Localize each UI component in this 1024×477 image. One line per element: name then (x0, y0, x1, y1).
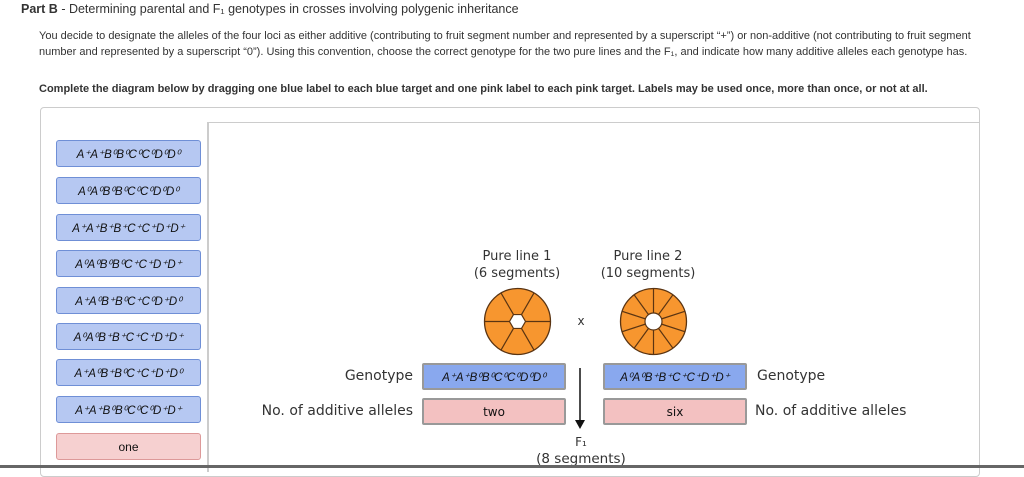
fruit-center (508, 313, 527, 330)
f1-segments: (8 segments) (536, 451, 626, 467)
genotype-label-right: Genotype (757, 368, 826, 384)
segment-divider (621, 323, 646, 333)
pure-line-2-segments: (10 segments) (600, 266, 696, 281)
pink-label-one[interactable]: one (56, 433, 201, 460)
alleles-label-left: No. of additive alleles (261, 403, 413, 419)
blue-label-4[interactable]: A⁰A⁰B⁰B⁰C⁺C⁺D⁺D⁺ (56, 250, 201, 277)
segment-divider (658, 328, 674, 349)
blue-label-6[interactable]: A⁰A⁰B⁺B⁺C⁺C⁺D⁺D⁺ (56, 323, 201, 350)
segment-divider (658, 294, 674, 315)
blue-label-5[interactable]: A⁺A⁰B⁺B⁰C⁺C⁰D⁺D⁰ (56, 287, 201, 314)
segment-divider (621, 310, 646, 320)
fruit-center (644, 312, 663, 331)
instruction-text: Complete the diagram below by dragging o… (39, 83, 928, 95)
blue-label-2[interactable]: A⁰A⁰B⁰B⁰C⁰C⁰D⁰D⁰ (56, 177, 201, 204)
segment-divider (633, 328, 649, 349)
part-title: Part B - Determining parental and F₁ gen… (21, 2, 519, 16)
diagram-area (209, 122, 980, 472)
blue-label-3[interactable]: A⁺A⁺B⁺B⁺C⁺C⁺D⁺D⁺ (56, 214, 201, 241)
blue-label-8[interactable]: A⁺A⁺B⁰B⁰C⁰C⁰D⁺D⁺ (56, 396, 201, 423)
genotype-target-pure-line-1[interactable]: A⁺A⁺B⁰B⁰C⁰C⁰D⁰D⁰ (422, 363, 566, 390)
genotype-target-pure-line-2[interactable]: A⁰A⁰B⁺B⁺C⁺C⁺D⁺D⁺ (603, 363, 747, 390)
pure-line-2-title: Pure line 2 (613, 249, 683, 264)
alleles-target-pure-line-2[interactable]: six (603, 398, 747, 425)
f1-title: F₁ (575, 435, 587, 449)
part-label: Part B (21, 2, 58, 16)
palette-divider (207, 122, 209, 472)
genotype-label-left: Genotype (344, 368, 413, 384)
intro-text: You decide to designate the alleles of t… (39, 30, 971, 58)
blue-label-1[interactable]: A⁺A⁺B⁰B⁰C⁰C⁰D⁰D⁰ (56, 140, 201, 167)
segment-divider (500, 292, 515, 315)
fruit-6-segments-icon (483, 287, 552, 356)
segment-divider (520, 292, 535, 315)
fruit-10-segments-icon (619, 287, 688, 356)
segment-divider (661, 310, 686, 320)
blue-label-7[interactable]: A⁺A⁰B⁺B⁰C⁺C⁺D⁺D⁰ (56, 359, 201, 386)
pure-line-1-title: Pure line 1 (482, 249, 552, 264)
segment-divider (633, 294, 649, 315)
part-title-text: - Determining parental and F₁ genotypes … (61, 2, 519, 16)
segment-divider (661, 323, 686, 333)
alleles-label-right: No. of additive alleles (755, 403, 907, 419)
down-arrow-icon (575, 368, 585, 429)
cross-symbol: x (577, 314, 585, 328)
pure-line-1-segments: (6 segments) (473, 266, 561, 281)
bottom-border (0, 465, 1024, 468)
segment-divider (500, 328, 515, 351)
segment-divider (520, 328, 535, 351)
alleles-target-pure-line-1[interactable]: two (422, 398, 566, 425)
